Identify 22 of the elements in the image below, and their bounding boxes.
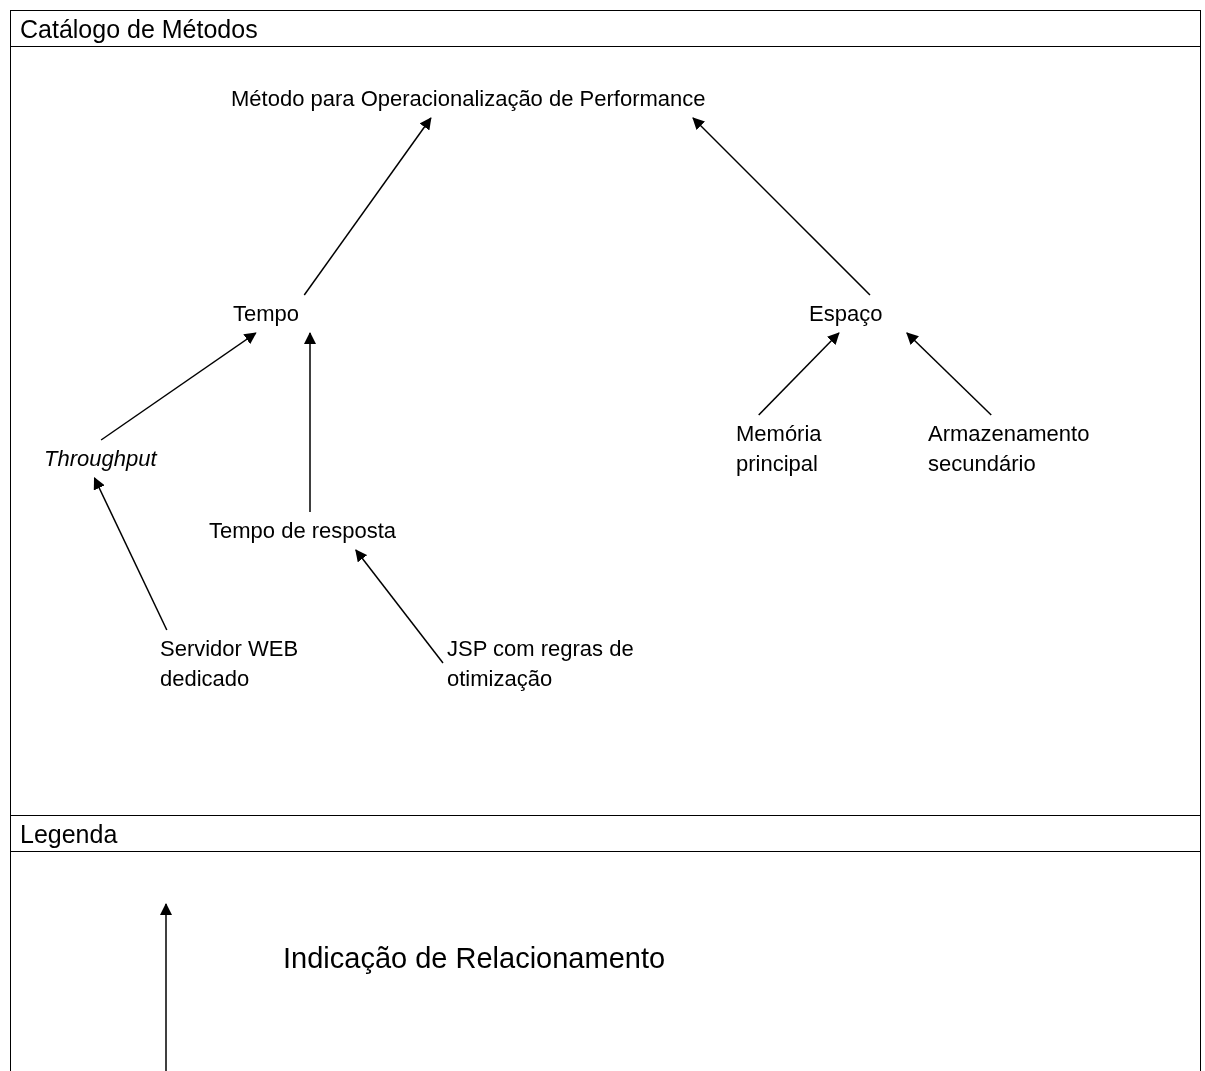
panel-heading: Catálogo de Métodos	[20, 14, 258, 44]
panel	[10, 10, 1201, 816]
panel-heading: Legenda	[20, 819, 118, 849]
arrow	[304, 332, 316, 513]
arrow	[100, 332, 257, 441]
panel	[10, 815, 1201, 1071]
node-label: Throughput	[44, 444, 189, 474]
arrow	[757, 332, 840, 416]
node-label: JSP com regras de otimização	[447, 634, 687, 694]
node-label: Espaço	[809, 299, 904, 329]
arrow	[303, 117, 432, 296]
node-label: Servidor WEB dedicado	[160, 634, 340, 694]
arrow	[355, 549, 444, 664]
node-label: Armazenamento secundário	[928, 419, 1133, 479]
arrow	[692, 117, 871, 296]
arrow	[93, 477, 168, 631]
node-label: Tempo	[233, 299, 323, 329]
node-label: Método para Operacionalização de Performance	[231, 84, 821, 114]
legend-text: Indicação de Relacionamento	[283, 942, 666, 975]
node-label: Tempo de resposta	[209, 516, 449, 546]
node-label: Memória principal	[736, 419, 851, 479]
arrow	[906, 332, 992, 416]
